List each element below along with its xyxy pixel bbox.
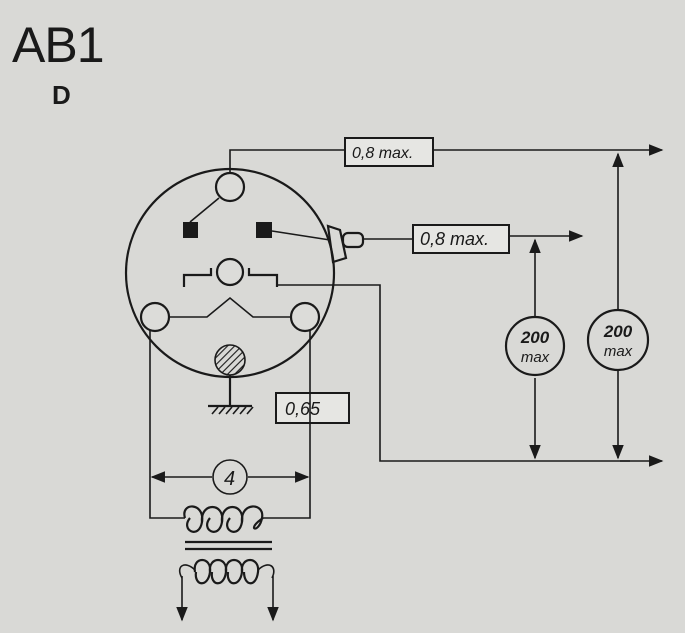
lead-heater-left [149, 330, 185, 519]
dim-outer-circle [586, 308, 650, 372]
pin-center [215, 257, 245, 287]
label-filament: 4 [224, 468, 235, 490]
tube-subtitle: D [52, 80, 71, 110]
tube-title: AB1 [12, 17, 104, 73]
len-inner-unit: max [521, 349, 550, 366]
link-left-contact [189, 197, 220, 223]
pin-left [139, 301, 171, 333]
transformer-primary [183, 505, 264, 533]
len-outer-unit: max [604, 343, 633, 360]
side-cap [326, 224, 348, 264]
label-top-cap: 0,8 max. [352, 145, 413, 162]
dim-inner-circle [504, 315, 566, 377]
label-side-cap: 0,8 max. [420, 229, 489, 249]
side-cap-tip [341, 231, 365, 249]
lead-top-pin [229, 149, 345, 173]
shield-right [247, 268, 279, 287]
contact-left [183, 222, 198, 238]
label-box-side-cap [412, 224, 510, 254]
contact-right [256, 222, 272, 238]
lead-center-bottom [277, 284, 630, 462]
label-heater: 0,65 [285, 399, 321, 419]
filament-zigzag [169, 296, 291, 318]
ground-hatch [211, 406, 254, 415]
len-outer-value: 200 [603, 322, 633, 341]
lead-heater-right [263, 330, 311, 519]
dim-4-circle [212, 459, 248, 495]
pin-bottom-hatched [214, 344, 246, 376]
label-box-heater [275, 392, 350, 424]
pin-right [289, 301, 321, 333]
transformer-secondary [178, 558, 275, 585]
shield-left [182, 268, 213, 287]
link-right-contact [271, 230, 331, 241]
label-box-top-cap [344, 137, 434, 167]
len-inner-value: 200 [520, 328, 550, 347]
pin-top [214, 171, 246, 203]
